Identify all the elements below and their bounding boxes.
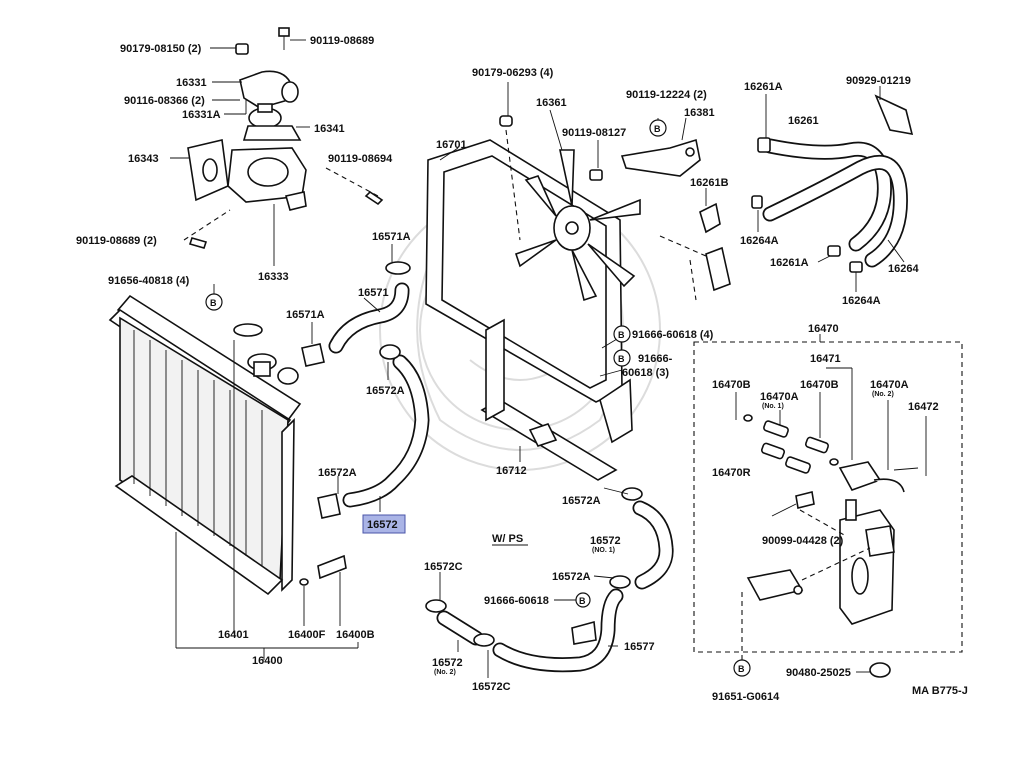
lower-hose-group: [317, 344, 430, 519]
fan-shroud: [425, 139, 633, 481]
label-16577: 16577: [624, 641, 655, 653]
label-16264a-b: 16264A: [842, 295, 881, 307]
label-91666-60618-4: 91666-60618 (4): [632, 329, 714, 341]
label-16470a-no2: 16470A: [870, 379, 909, 391]
label-16470a-no1: 16470A: [760, 391, 799, 403]
label-90179-08150: 90179-08150 (2): [120, 43, 202, 55]
label-16571: 16571: [358, 287, 389, 299]
label-16712: 16712: [496, 465, 527, 477]
label-16470r: 16470R: [712, 467, 751, 479]
label-16343: 16343: [128, 153, 159, 165]
label-16261b: 16261B: [690, 177, 729, 189]
leaders-fan: [439, 82, 623, 462]
label-90116-08366: 90116-08366 (2): [124, 95, 205, 107]
bolt-marker-5: B: [579, 596, 586, 606]
label-16333: 16333: [258, 271, 289, 283]
label-16331a: 16331A: [182, 109, 221, 121]
upper-hose-group: [301, 244, 411, 367]
bolt-marker-3: B: [618, 330, 625, 340]
bolt-marker-6: B: [738, 664, 745, 674]
label-91666-60618-b: 91666-60618: [484, 595, 549, 607]
label-16572-no2: 16572: [432, 657, 463, 669]
label-90119-08127: 90119-08127: [562, 127, 626, 139]
label-16572c-top: 16572C: [424, 561, 463, 573]
label-90119-12224: 90119-12224 (2): [626, 89, 707, 101]
label-90119-08689-top: 90119-08689: [310, 35, 374, 47]
label-16572c-bot: 16572C: [472, 681, 511, 693]
label-16331: 16331: [176, 77, 207, 89]
label-16261: 16261: [788, 115, 819, 127]
ps-bracket-16381: [620, 117, 701, 177]
label-91656-40818: 91656-40818 (4): [108, 275, 190, 287]
label-16401: 16401: [218, 629, 249, 641]
label-16572-highlight[interactable]: 16572: [367, 519, 398, 531]
label-16471: 16471: [810, 353, 841, 365]
reservoir-cap: [869, 662, 891, 678]
label-16470: 16470: [808, 323, 839, 335]
label-90119-08689-left: 90119-08689 (2): [76, 235, 157, 247]
leaders-top-left: [170, 39, 379, 296]
label-16472: 16472: [908, 401, 939, 413]
label-16571a-mid: 16571A: [286, 309, 325, 321]
bolt-markers: B B B B B B: [205, 119, 751, 677]
label-16701: 16701: [436, 139, 467, 151]
label-16264a-a: 16264A: [740, 235, 779, 247]
label-16381: 16381: [684, 107, 715, 119]
label-16470a-no1-sub: (No. 1): [762, 403, 784, 410]
label-16572a-b: 16572A: [318, 467, 357, 479]
label-16571a-top: 16571A: [372, 231, 411, 243]
label-90099-04428: 90099-04428 (2): [762, 535, 844, 547]
radiator: [108, 294, 347, 596]
label-16400f: 16400F: [288, 629, 326, 641]
label-90119-08694: 90119-08694: [328, 153, 393, 165]
label-diagram-ref: MA B775-J: [912, 685, 968, 697]
label-16572-no2-sub: (No. 2): [434, 669, 456, 676]
label-16572-no1-sub: (NO. 1): [592, 547, 615, 554]
label-16261a-mid: 16261A: [770, 257, 809, 269]
label-16470b-b: 16470B: [800, 379, 839, 391]
label-16361: 16361: [536, 97, 567, 109]
label-91666-60618-3a: 91666-: [638, 353, 673, 365]
bolt-marker-4: B: [618, 354, 625, 364]
label-w-ps: W/ PS: [492, 533, 523, 545]
label-16264: 16264: [888, 263, 919, 275]
label-16400: 16400: [252, 655, 283, 667]
label-16572a-a: 16572A: [366, 385, 405, 397]
label-16341: 16341: [314, 123, 345, 135]
leaders-radiator: [175, 340, 359, 660]
highlight-box-16572: [362, 514, 406, 534]
label-91651-g0614: 91651-G0614: [712, 691, 780, 703]
label-90179-06293: 90179-06293 (4): [472, 67, 554, 79]
label-16400b: 16400B: [336, 629, 375, 641]
bolt-marker-2: B: [654, 124, 661, 134]
ps-hoses-16264: [659, 94, 914, 301]
leaders-ps: [705, 86, 905, 292]
label-90480-25025: 90480-25025: [786, 667, 851, 679]
label-16572-no1: 16572: [590, 535, 621, 547]
label-90929-01219: 90929-01219: [846, 75, 911, 87]
ps-lower-hoses: [425, 487, 674, 678]
label-16470a-no2-sub: (No. 2): [872, 391, 894, 398]
label-16470b-a: 16470B: [712, 379, 751, 391]
label-16572a-d: 16572A: [552, 571, 591, 583]
label-16261a-top: 16261A: [744, 81, 783, 93]
bolt-marker-1: B: [210, 298, 217, 308]
label-91666-60618-3b: 60618 (3): [622, 367, 669, 379]
part-labels: 90179-08150 (2) 90119-08689 16331 90116-…: [76, 35, 968, 703]
reservoir-kit-16470: [693, 334, 963, 660]
cooling-fan: [514, 149, 641, 302]
label-16572a-c: 16572A: [562, 495, 601, 507]
thermostat-housing-group: [187, 27, 384, 249]
